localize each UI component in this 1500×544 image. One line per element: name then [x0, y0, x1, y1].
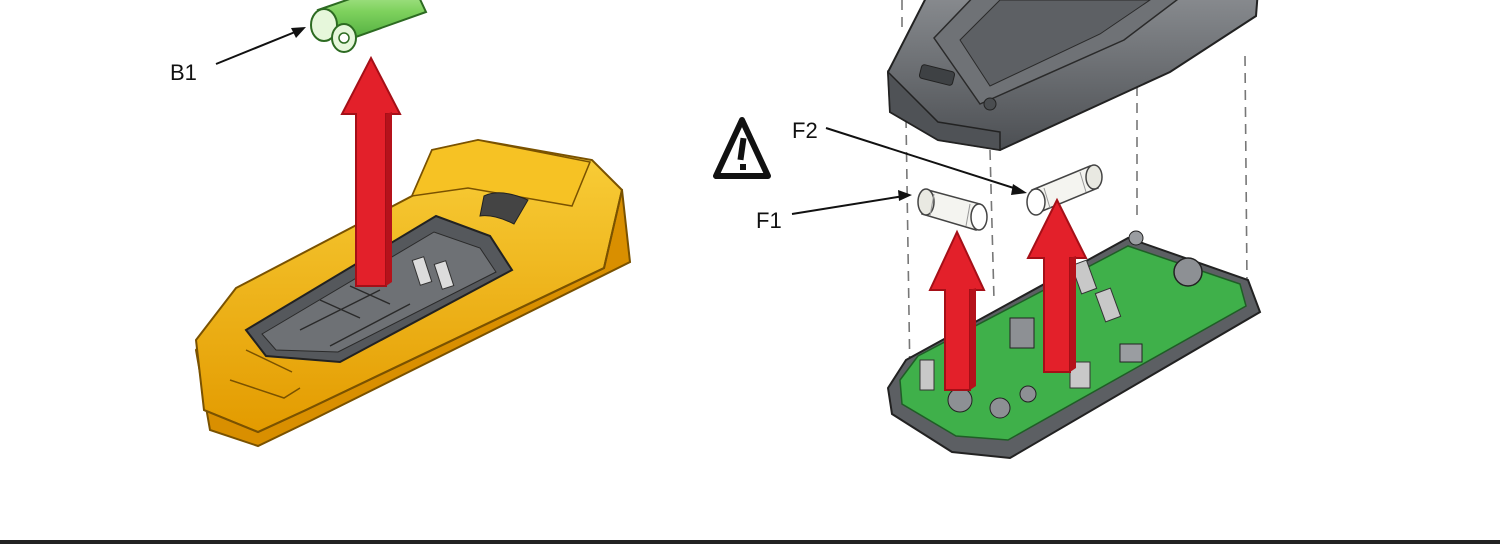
label-f2: F2 [792, 118, 818, 143]
label-f1: F1 [756, 208, 782, 233]
bottom-divider [0, 540, 1500, 544]
leader-line-f1 [791, 195, 905, 215]
leader-line-b1 [215, 29, 301, 65]
upper-case-shell [886, 0, 1259, 152]
removal-arrow-fuse-f2-icon [1026, 197, 1088, 373]
leader-line-f2 [825, 127, 1021, 191]
fuse-f1 [917, 188, 988, 231]
removal-arrow-fuse-f1-icon [928, 229, 986, 391]
leader-arrowhead-f2 [1011, 184, 1027, 195]
label-b1: B1 [170, 60, 197, 85]
removal-arrow-battery-icon [340, 55, 402, 287]
label-f2-group: F2 [792, 118, 1027, 195]
warning-triangle-icon [713, 117, 771, 179]
label-b1-group: B1 [170, 27, 306, 85]
label-f1-group: F1 [756, 190, 912, 233]
fuse-f2 [1026, 164, 1103, 216]
meter-battery-compartment [194, 138, 632, 448]
battery-b1 [310, 0, 428, 53]
leader-arrowhead-b1 [291, 27, 306, 38]
leader-arrowhead-f1 [898, 190, 912, 201]
